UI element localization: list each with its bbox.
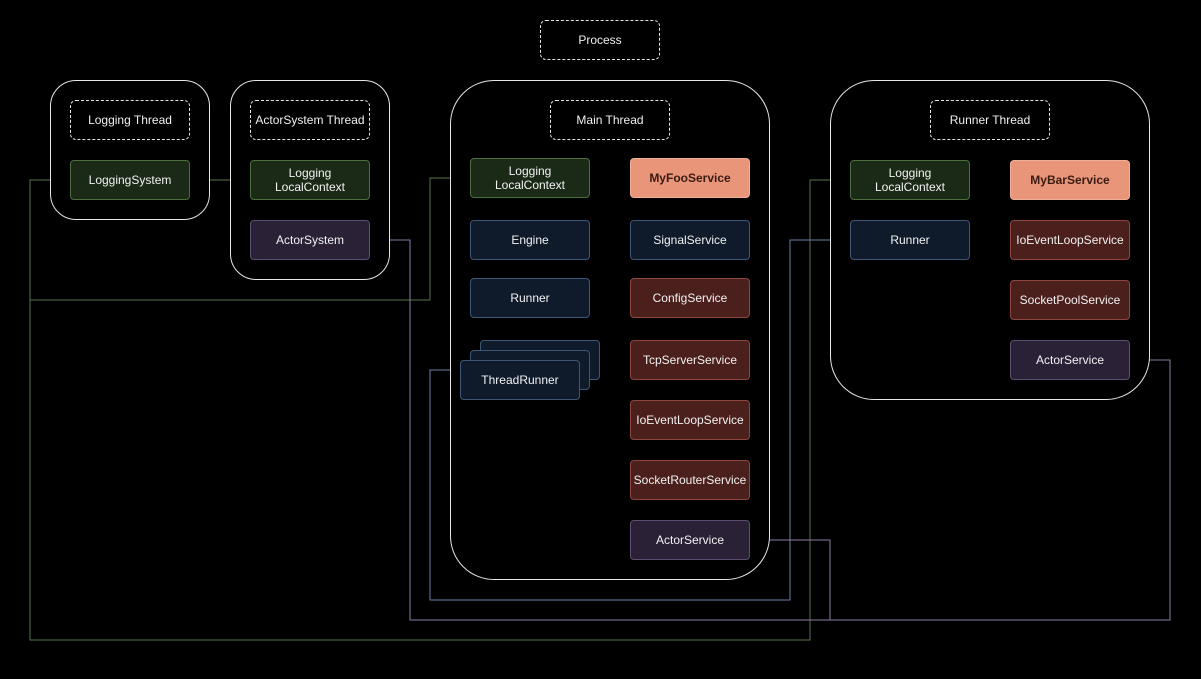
main-io-event-loop-service-node: IoEventLoopService [630, 400, 750, 440]
actorsystem-thread-label: ActorSystem Thread [250, 100, 370, 140]
main-thread-label: Main Thread [550, 100, 670, 140]
main-logging-local-context-node: Logging LocalContext [470, 158, 590, 198]
actorsystem-logging-local-context-node: Logging LocalContext [250, 160, 370, 200]
runner-actor-service-node: ActorService [1010, 340, 1130, 380]
config-service-node: ConfigService [630, 278, 750, 318]
main-actor-service-node: ActorService [630, 520, 750, 560]
thread-runner-node: ThreadRunner [460, 360, 580, 400]
signal-service-node: SignalService [630, 220, 750, 260]
my-foo-service-node: MyFooService [630, 158, 750, 198]
main-thread-group [450, 80, 770, 580]
actor-system-node: ActorSystem [250, 220, 370, 260]
engine-node: Engine [470, 220, 590, 260]
tcp-server-service-node: TcpServerService [630, 340, 750, 380]
runner-thread-runner-node: Runner [850, 220, 970, 260]
process-label: Process [540, 20, 660, 60]
logging-system-node: LoggingSystem [70, 160, 190, 200]
main-runner-node: Runner [470, 278, 590, 318]
socket-router-service-node: SocketRouterService [630, 460, 750, 500]
my-bar-service-node: MyBarService [1010, 160, 1130, 200]
logging-thread-label: Logging Thread [70, 100, 190, 140]
runner-thread-label: Runner Thread [930, 100, 1050, 140]
socket-pool-service-node: SocketPoolService [1010, 280, 1130, 320]
runner-io-event-loop-service-node: IoEventLoopService [1010, 220, 1130, 260]
runner-logging-local-context-node: Logging LocalContext [850, 160, 970, 200]
